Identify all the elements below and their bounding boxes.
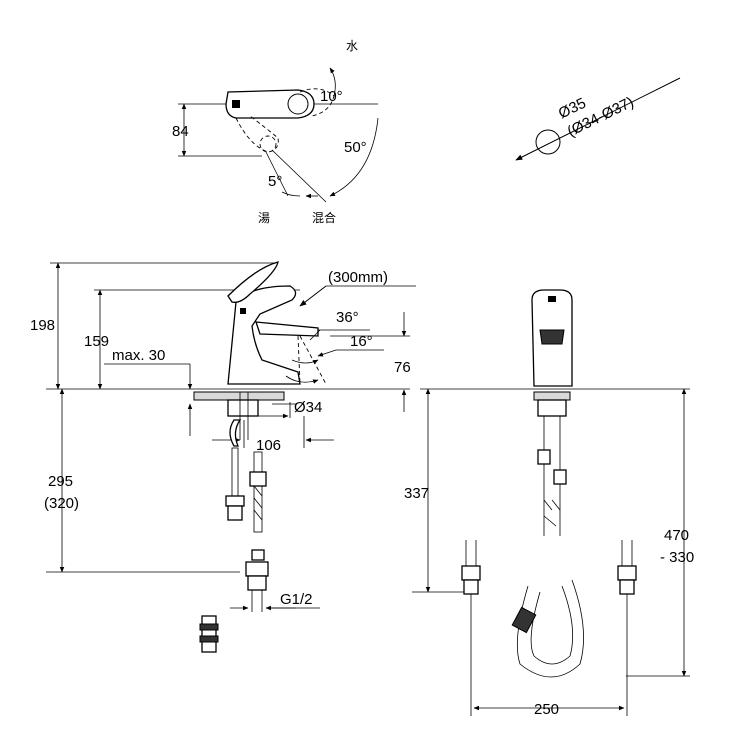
lever-marker (232, 100, 240, 108)
dim-hose-length: (300mm) (328, 269, 388, 286)
hole-detail: Ø35 (Ø34-Ø37) (515, 77, 681, 161)
faucet-aerator (539, 329, 565, 345)
angle-hot: 5° (268, 173, 282, 190)
dim-depth: 84 (172, 123, 189, 140)
label-cold: 水 (346, 39, 358, 53)
dim-hose-below-alt: (320) (44, 495, 79, 512)
counter-plate (193, 391, 285, 401)
angle-mixed: 50° (344, 139, 367, 156)
plan-view: 水 10° 84 50° 5° 湯 混合 (172, 39, 379, 225)
mounting-hole (535, 129, 561, 155)
lever-top-outline (225, 89, 315, 119)
angle-cold: 10° (320, 88, 343, 105)
shutoff-valve (201, 615, 217, 653)
dim-base-diameter: Ø34 (294, 399, 322, 416)
faucet-spout (255, 321, 319, 337)
dim-connection: G1/2 (280, 591, 313, 608)
hose-valve-front (511, 606, 537, 634)
dim-range-min: - 330 (660, 549, 694, 566)
dim-hose-below: 295 (48, 473, 73, 490)
dim-hose-depth: 337 (404, 485, 429, 502)
dim-range-max: 470 (664, 527, 689, 544)
label-mixed: 混合 (312, 210, 336, 225)
dim-spacing: 250 (534, 701, 559, 718)
mounting-nut (227, 399, 259, 417)
dim-clearance: 76 (394, 359, 411, 376)
dim-total-height: 198 (30, 317, 55, 334)
angle-spray-1: 36° (336, 309, 359, 326)
angle-spray-2: 16° (350, 333, 373, 350)
hole-leader-line (515, 77, 681, 161)
label-hot: 湯 (258, 211, 270, 225)
side-view: 198 159 max. 30 (300mm) 36° 16° 76 Ø34 1… (30, 261, 416, 653)
dim-spout-height: 159 (84, 333, 109, 350)
dim-reach: 106 (256, 437, 281, 454)
hose-connector (245, 561, 269, 577)
dim-max-thickness: max. 30 (112, 347, 165, 364)
lever-knob (287, 93, 309, 115)
faucet-lever (227, 261, 279, 303)
front-view: 337 470 - 330 250 (404, 289, 694, 718)
